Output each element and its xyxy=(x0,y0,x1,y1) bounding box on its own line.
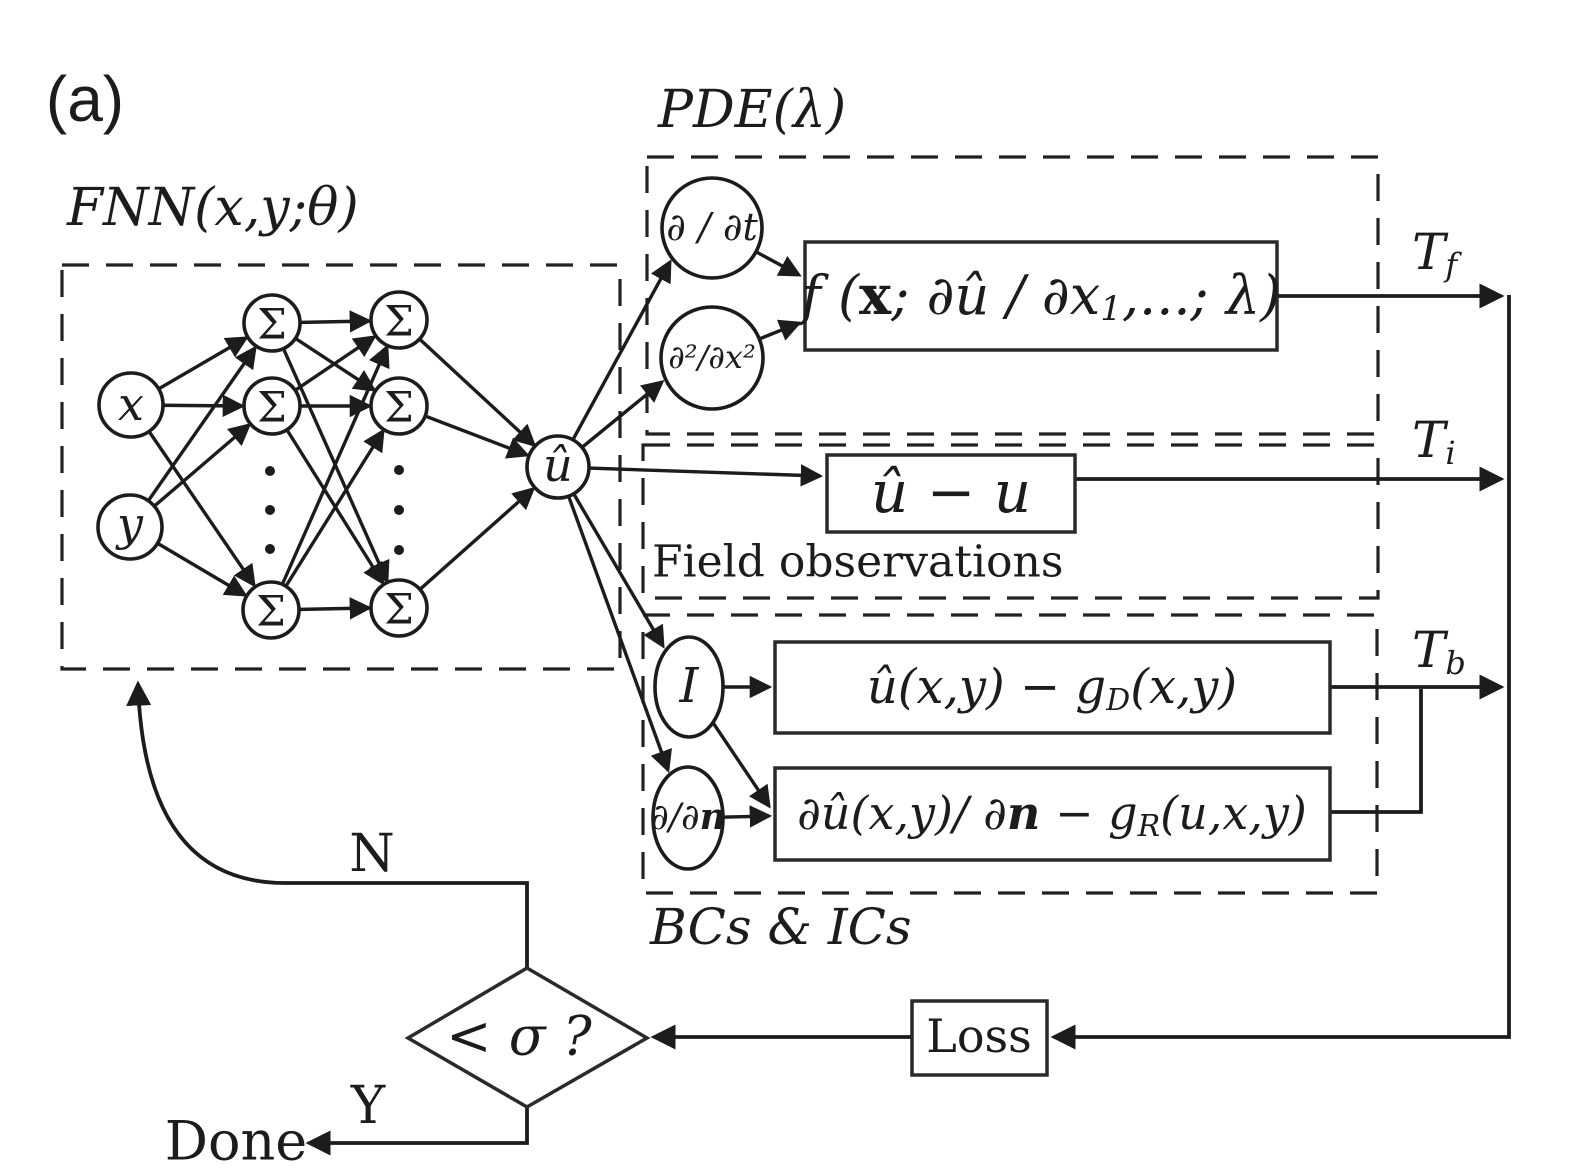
tf-output-label: Tf xyxy=(1412,223,1462,284)
yes-done-arrow xyxy=(305,1107,529,1156)
figure-label: (a) xyxy=(46,63,124,135)
dirichlet-residual-label: û(x,y) − gD(x,y) xyxy=(867,659,1237,718)
robin-residual-box xyxy=(773,766,1332,862)
fnn-connections xyxy=(128,310,537,620)
robin-join-line xyxy=(1330,689,1423,814)
bcs-ics-dashed-box xyxy=(641,613,1379,895)
fnn-title: FNN(x,y;θ) xyxy=(66,178,359,238)
ellipsis-dot xyxy=(394,545,404,555)
input-node-y xyxy=(96,493,164,561)
tb-output-label: Tb xyxy=(1412,621,1466,682)
ellipsis-dot xyxy=(265,505,275,515)
hidden1-node-top xyxy=(242,293,302,353)
no-branch-label: N xyxy=(349,824,395,884)
output-node-uhat xyxy=(525,434,591,500)
pde-residual-box xyxy=(803,240,1279,352)
uhat-fanout-arrows xyxy=(556,259,824,773)
hidden2-node-top xyxy=(369,290,429,350)
ellipsis-dot xyxy=(394,465,404,475)
pde-title: PDE(λ) xyxy=(657,80,846,140)
bcs-ics-caption: BCs & ICs xyxy=(649,898,912,956)
second-derivative-label: ∂²/∂x² xyxy=(668,338,756,376)
field-observations-dashed-box xyxy=(641,443,1380,600)
identity-operator-label: I xyxy=(679,658,700,714)
second-derivative-node xyxy=(659,305,765,411)
input-node-x xyxy=(97,371,165,439)
uhat-label: û xyxy=(543,438,573,492)
collector-to-loss-arrow xyxy=(1050,295,1511,1050)
time-derivative-node xyxy=(660,176,764,280)
observation-residual-box xyxy=(825,453,1077,534)
sigma-label: Σ xyxy=(384,297,414,346)
hidden2-node-bottom xyxy=(369,578,429,638)
time-derivative-label: ∂ / ∂t xyxy=(666,205,758,249)
loss-box xyxy=(910,999,1049,1077)
observation-residual-label: û − u xyxy=(871,458,1031,526)
sigma-label: Σ xyxy=(257,383,287,432)
normal-derivative-node xyxy=(651,765,725,871)
identity-operator-node xyxy=(653,635,725,739)
fnn-dashed-box xyxy=(60,263,622,671)
no-loopback-arrow xyxy=(126,680,529,968)
pde-residual-label: f (x; ∂û / ∂x1,...; λ) xyxy=(797,263,1281,329)
hidden1-node-mid xyxy=(242,376,302,436)
dirichlet-residual-box xyxy=(773,640,1332,735)
ellipsis-dot xyxy=(265,466,275,476)
decision-diamond xyxy=(404,965,651,1110)
yes-branch-label: Y xyxy=(350,1076,386,1136)
sigma-label: Σ xyxy=(256,587,286,636)
decision-label: < σ ? xyxy=(446,1005,592,1068)
operator-nodes xyxy=(651,176,765,871)
loss-label: Loss xyxy=(926,1009,1031,1063)
ellipsis-dot xyxy=(265,544,275,554)
fnn-nodes xyxy=(96,290,591,640)
robin-residual-label: ∂û(x,y)/ ∂n − gR(u,x,y) xyxy=(797,786,1307,844)
input-y-label: y xyxy=(115,497,144,551)
field-observations-caption: Field observations xyxy=(652,537,1063,588)
sigma-label: Σ xyxy=(257,300,287,349)
done-label: Done xyxy=(165,1110,308,1173)
normal-derivative-label: ∂/∂n xyxy=(650,796,726,838)
loss-loop-lines xyxy=(126,295,1511,1156)
input-x-label: x xyxy=(118,377,144,431)
ellipsis-dot xyxy=(394,505,404,515)
sigma-label: Σ xyxy=(384,585,414,634)
hidden2-node-mid xyxy=(369,376,429,436)
sigma-label: Σ xyxy=(384,383,414,432)
pde-dashed-box xyxy=(645,155,1380,436)
hidden1-node-bottom xyxy=(241,580,301,640)
residual-output-lines xyxy=(1075,283,1505,814)
ti-output-label: Ti xyxy=(1412,411,1456,472)
